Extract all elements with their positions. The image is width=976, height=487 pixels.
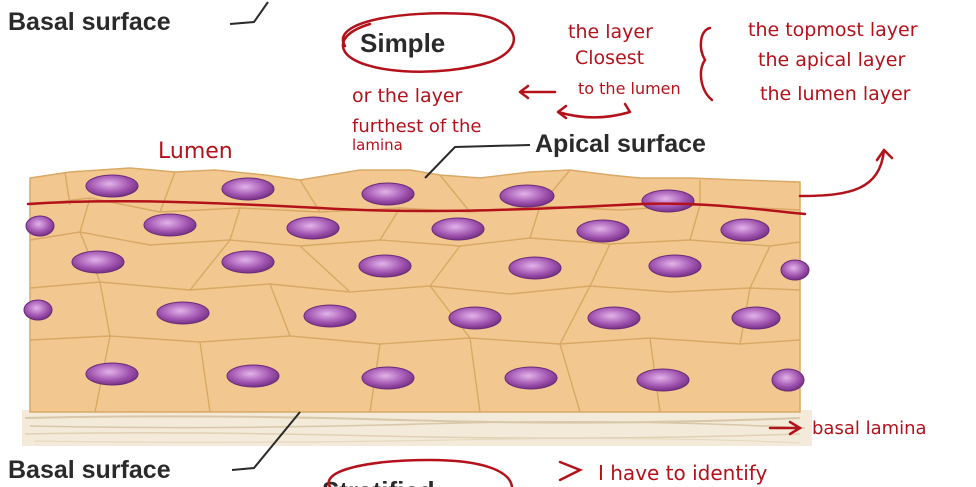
apical-surface-label: Apical surface: [535, 130, 706, 158]
simple-label: Simple: [360, 28, 445, 58]
hand-or-layer: or the layer: [352, 85, 463, 107]
hand-furthest-2: lamina: [352, 136, 403, 154]
apical-leader-line: [425, 145, 530, 178]
hand-layer-1: the layer: [568, 21, 653, 43]
hand-layer-3: to the lumen: [578, 79, 681, 98]
stratified-label: Stratified: [322, 476, 435, 487]
basal-surface-label-bottom: Basal surface: [8, 456, 171, 484]
basal-surface-label-top: Basal surface: [8, 8, 171, 36]
hand-furthest-1: furthest of the: [352, 116, 481, 137]
hand-identify: I have to identify: [598, 461, 767, 485]
hand-basal-lamina: basal lamina: [812, 418, 927, 439]
basal-surface-top-leader: [230, 2, 268, 24]
bracket: [701, 28, 712, 100]
hand-topmost-1: the topmost layer: [748, 19, 918, 41]
double-arrow: [558, 104, 630, 118]
basal-lamina: [22, 410, 812, 446]
hand-topmost-3: the lumen layer: [760, 83, 911, 105]
arrow-left-1: [520, 86, 555, 98]
hand-lumen: Lumen: [158, 139, 233, 164]
arrow-up-right: [800, 150, 892, 196]
hand-layer-2: Closest: [575, 47, 644, 69]
identify-arrow: [560, 462, 580, 480]
hand-topmost-2: the apical layer: [758, 49, 905, 71]
